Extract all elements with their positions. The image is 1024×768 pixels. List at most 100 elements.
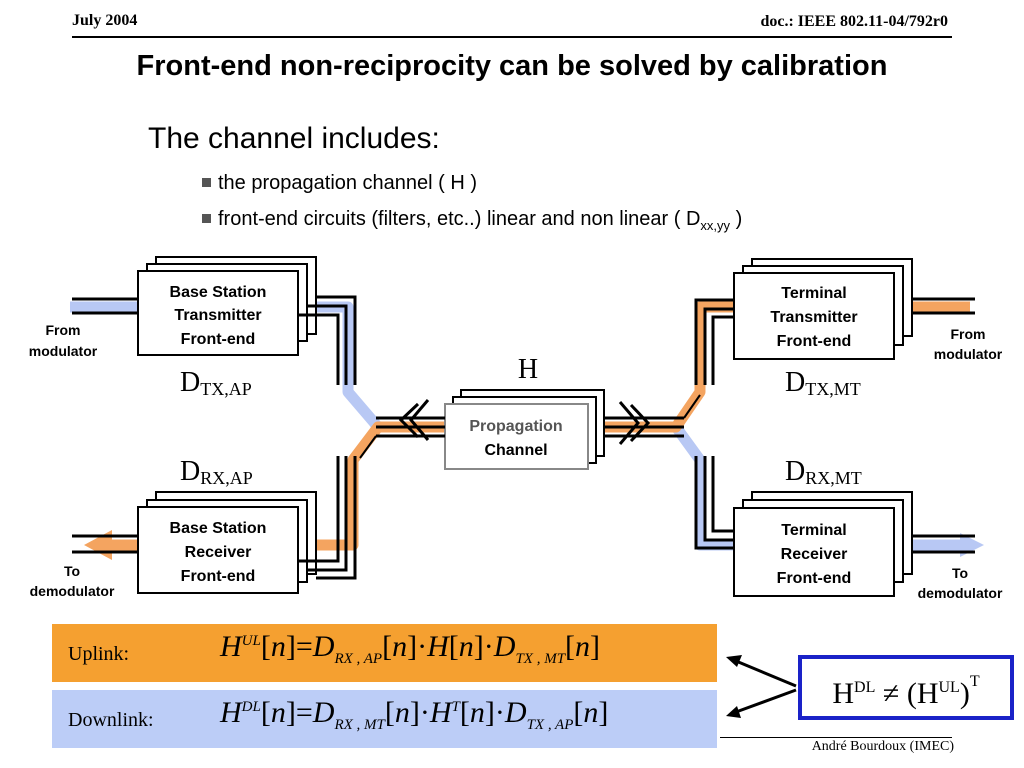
eq-dl-lhs-sup: DL <box>241 699 261 715</box>
to-demodulator-left-2: demodulator <box>30 583 115 599</box>
downlink-label: Downlink: <box>68 709 154 731</box>
bs-rx-block <box>72 456 357 594</box>
eq-dl-equals: = <box>295 696 313 729</box>
eq-dl-d2: D <box>504 696 527 729</box>
bullet-text: the propagation channel ( H ) <box>218 172 478 194</box>
downlink-equation: HDL[n]=DRX , MT[n]·HT[n]·DTX , AP[n] <box>220 696 608 734</box>
eq-ul-arg-3: n <box>458 630 474 663</box>
eq-dl-arg-1: n <box>270 696 286 729</box>
propagation-label-2: Channel <box>484 442 547 459</box>
bullet-subscript: xx,yy <box>700 218 731 233</box>
d-rx-mt-label: DRX,MT <box>785 456 862 488</box>
eq-dl-bracket-close-4: ] <box>598 696 609 729</box>
eq-dl-dot-1: · <box>419 696 430 729</box>
footer-author: André Bourdoux (IMEC) <box>811 739 954 754</box>
propagation-label-1: Propagation <box>469 418 562 435</box>
eq-ul-dot-2: · <box>483 630 494 663</box>
ineq-outer-sup: T <box>969 673 980 690</box>
eq-ul-d2: D <box>493 630 516 663</box>
from-modulator-left-1: From <box>46 322 81 338</box>
eq-dl-bracket-close-3: ] <box>484 696 495 729</box>
eq-ul-bracket-open-3: [ <box>448 630 459 663</box>
bs-rx-label-2: Receiver <box>185 544 252 561</box>
mt-rx-label-1: Terminal <box>781 522 847 539</box>
ineq-right-close: ) <box>959 677 970 710</box>
d-tx-mt-main: D <box>785 367 805 398</box>
arrow-to-downlink-head <box>726 706 741 718</box>
eq-ul-arg-4: n <box>575 630 591 663</box>
eq-ul-d2-sub: TX , MT <box>515 651 566 667</box>
eq-dl-arg-2: n <box>394 696 410 729</box>
bullet-square-icon <box>202 178 211 187</box>
eq-dl-bracket-open: [ <box>260 696 271 729</box>
eq-dl-arg-4: n <box>583 696 599 729</box>
eq-ul-bracket-close-3: ] <box>473 630 484 663</box>
eq-dl-lhs: H <box>220 696 242 729</box>
bullet-propagation: the propagation channel ( H ) <box>202 172 477 195</box>
from-modulator-left-2: modulator <box>29 343 98 359</box>
bullet-square-icon <box>202 214 211 223</box>
d-rx-mt-main: D <box>785 456 805 487</box>
eq-dl-d1-sub: RX , MT <box>334 717 385 733</box>
eq-dl-bracket-open-3: [ <box>459 696 470 729</box>
to-demodulator-right-2: demodulator <box>918 585 1003 601</box>
to-demodulator-right-1: To <box>952 565 968 581</box>
eq-ul-d1: D <box>312 630 335 663</box>
eq-dl-h: H <box>429 696 452 729</box>
d-tx-ap-main: D <box>180 367 200 398</box>
connector-right-up <box>683 394 701 419</box>
mt-tx-label-1: Terminal <box>781 285 847 302</box>
mt-tx-block <box>694 258 975 385</box>
bullet-front-end: front-end circuits (filters, etc..) line… <box>202 208 742 233</box>
mt-rx-label-2: Receiver <box>781 546 848 563</box>
eq-ul-equals: = <box>295 630 313 663</box>
header-date: July 2004 <box>72 12 138 29</box>
bs-rx-label-1: Base Station <box>170 520 267 537</box>
eq-ul-h: H <box>427 630 449 663</box>
slide-title: Front-end non-reciprocity can be solved … <box>136 50 888 82</box>
arrow-to-uplink-head <box>726 655 742 667</box>
eq-ul-bracket-open: [ <box>260 630 271 663</box>
eq-ul-d1-sub: RX , AP <box>334 651 383 667</box>
eq-ul-bracket-open-2: [ <box>382 630 393 663</box>
uplink-equation: HUL[n]=DRX , AP[n]·H[n]·DTX , MT[n] <box>220 630 600 668</box>
eq-ul-arg-2: n <box>392 630 408 663</box>
eq-dl-d1: D <box>312 696 335 729</box>
eq-dl-bracket-open-2: [ <box>384 696 395 729</box>
eq-ul-bracket-open-4: [ <box>565 630 576 663</box>
d-tx-ap-sub: TX,AP <box>200 379 252 399</box>
d-rx-ap-main: D <box>180 456 200 487</box>
header-rule <box>72 36 952 38</box>
arrow-to-uplink <box>735 659 797 688</box>
connector-left-down <box>359 435 377 459</box>
inequality-box: HDL ≠ (HUL)T <box>798 655 1014 720</box>
mt-tx-label-2: Transmitter <box>770 309 857 326</box>
from-modulator-right-2: modulator <box>934 346 1003 362</box>
uplink-label: Uplink: <box>68 643 130 665</box>
eq-ul-bracket-close: ] <box>285 630 296 663</box>
antenna-left-icon <box>376 399 445 441</box>
eq-dl-d2-sub: TX , AP <box>526 717 574 733</box>
eq-ul-lhs-sup: UL <box>241 633 261 649</box>
bs-tx-label-2: Transmitter <box>174 307 261 324</box>
d-tx-ap-label: DTX,AP <box>180 367 252 399</box>
eq-ul-bracket-close-4: ] <box>590 630 601 663</box>
header-doc-id: doc.: IEEE 802.11-04/792r0 <box>760 13 948 30</box>
eq-dl-h-sup: T <box>451 699 460 715</box>
footer-rule <box>720 737 952 738</box>
eq-dl-bracket-close: ] <box>285 696 296 729</box>
bs-rx-label-3: Front-end <box>181 568 256 585</box>
ineq-right-open: (H <box>899 677 939 710</box>
from-modulator-right-1: From <box>951 326 986 342</box>
eq-ul-lhs: H <box>220 630 242 663</box>
d-rx-ap-label: DRX,AP <box>180 456 253 488</box>
bs-tx-label-1: Base Station <box>170 284 267 301</box>
eq-ul-dot-1: · <box>417 630 428 663</box>
ineq-left-sup: DL <box>854 679 876 696</box>
bs-tx-label-3: Front-end <box>181 331 256 348</box>
bullet-text: front-end circuits (filters, etc..) line… <box>218 208 701 230</box>
to-demodulator-left-1: To <box>64 563 80 579</box>
d-tx-mt-label: DTX,MT <box>785 367 861 399</box>
bs-tx-block <box>72 256 357 385</box>
